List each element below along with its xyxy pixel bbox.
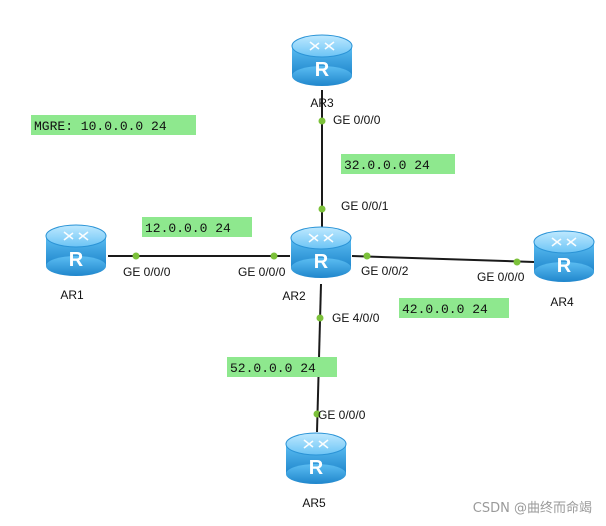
network-label-12-text: 12.0.0.0 24	[145, 221, 231, 236]
router-label-ar2: AR2	[282, 289, 306, 303]
port-dot-ar4-ge000	[513, 258, 521, 266]
network-label-mgre-text: MGRE: 10.0.0.0 24	[34, 119, 167, 134]
port-label-ar2-ge400: GE 4/0/0	[332, 311, 380, 325]
port-label-ar2-ge001: GE 0/0/1	[341, 199, 389, 213]
router-ar4[interactable]: R	[533, 230, 595, 283]
router-ar2[interactable]: R	[290, 226, 352, 279]
network-label-52: 52.0.0.0 24	[227, 357, 337, 377]
port-label-ar5-ge000: GE 0/0/0	[318, 408, 366, 422]
router-ar1[interactable]: R	[45, 224, 107, 277]
router-glyph: R	[69, 249, 84, 271]
router-glyph: R	[314, 251, 329, 273]
link-ar2-ar4	[351, 255, 535, 263]
router-ar5[interactable]: R	[285, 432, 347, 485]
port-dot-ar5-ge000	[313, 410, 321, 418]
port-label-ar1-ge000: GE 0/0/0	[123, 265, 171, 279]
watermark: CSDN @曲终而命竭	[473, 500, 592, 516]
router-label-ar4: AR4	[550, 295, 574, 309]
router-label-ar5: AR5	[302, 496, 326, 510]
router-label-ar3: AR3	[310, 96, 334, 110]
router-glyph: R	[309, 457, 324, 479]
router-glyph: R	[557, 255, 572, 277]
port-dot-ar2-ge400	[316, 314, 324, 322]
network-label-32: 32.0.0.0 24	[341, 154, 455, 174]
port-label-ar3-ge000: GE 0/0/0	[333, 113, 381, 127]
network-label-42-text: 42.0.0.0 24	[402, 302, 488, 317]
port-label-ar2-ge002: GE 0/0/2	[361, 264, 409, 278]
port-label-ar4-ge000: GE 0/0/0	[477, 270, 525, 284]
port-label-ar2-ge000: GE 0/0/0	[238, 265, 286, 279]
port-dot-ar3-ge000	[318, 117, 326, 125]
port-dot-ar2-ge002	[363, 252, 371, 260]
port-dot-ar2-ge001	[318, 205, 326, 213]
port-dot-ar2-ge000	[270, 252, 278, 260]
router-label-ar1: AR1	[60, 288, 84, 302]
port-dot-ar1-ge000	[132, 252, 140, 260]
router-ar3[interactable]: R	[291, 34, 353, 87]
network-label-52-text: 52.0.0.0 24	[230, 361, 316, 376]
network-label-mgre: MGRE: 10.0.0.0 24	[31, 115, 196, 135]
network-label-32-text: 32.0.0.0 24	[344, 158, 430, 173]
router-glyph: R	[315, 59, 330, 81]
port-dots	[132, 117, 521, 418]
network-label-12: 12.0.0.0 24	[142, 217, 252, 237]
network-label-42: 42.0.0.0 24	[399, 298, 509, 318]
